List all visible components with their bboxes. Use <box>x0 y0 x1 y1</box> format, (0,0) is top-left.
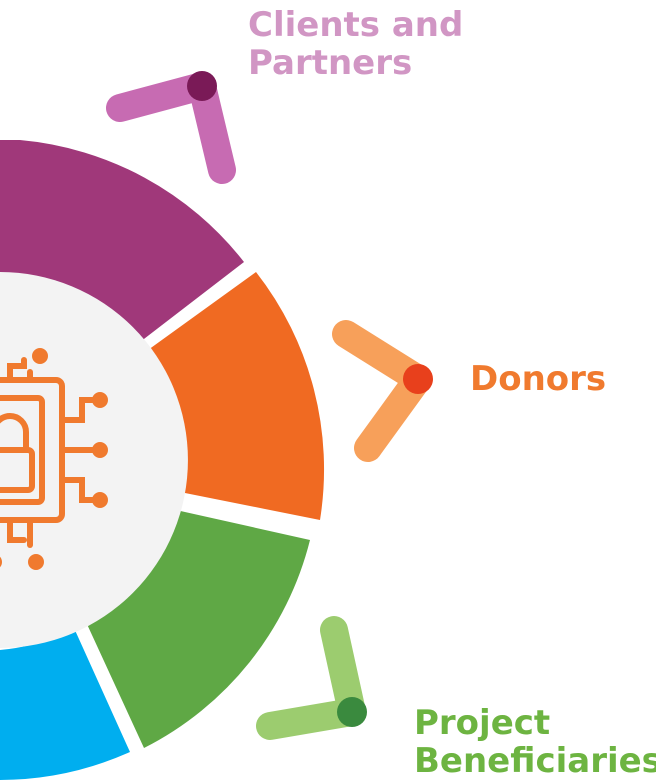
ring <box>0 140 325 780</box>
segment-blue <box>0 628 130 780</box>
clients-partners-label: Clients and Partners <box>248 6 463 82</box>
donors-arrow-icon <box>332 320 433 462</box>
beneficiaries-label-line1: Project <box>414 703 551 743</box>
clients-label-line2: Partners <box>248 43 413 83</box>
center-circle <box>0 272 188 648</box>
clients-arrow-dot <box>187 71 217 101</box>
beneficiaries-arrow-dot <box>337 697 367 727</box>
clients-arrow-icon <box>106 71 236 184</box>
donors-label-text: Donors <box>470 359 607 399</box>
beneficiaries-label-line2: Beneficiaries <box>414 741 656 781</box>
chip-lock-icon <box>0 348 108 570</box>
clients-label-line1: Clients and <box>248 5 464 45</box>
donors-arrow-dot <box>403 364 433 394</box>
segment-orange <box>148 272 325 520</box>
donors-label: Donors <box>470 360 606 398</box>
segment-purple <box>0 140 244 342</box>
beneficiaries-label: Project Beneficiaries <box>414 704 656 780</box>
segment-green <box>86 510 310 748</box>
beneficiaries-arrow-icon <box>256 616 367 740</box>
